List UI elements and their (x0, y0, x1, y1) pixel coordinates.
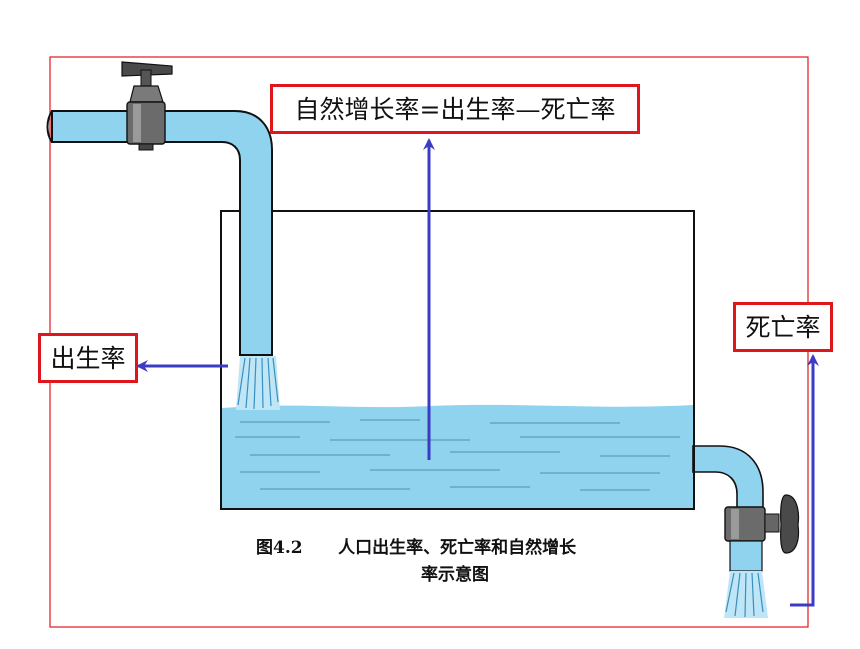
death-rate-arrow (790, 354, 819, 607)
outflow-faucet-icon (724, 494, 800, 572)
inflow-faucet-icon (121, 61, 173, 151)
outflow-water-spray (724, 571, 768, 618)
tank-outline (220, 210, 695, 510)
outlet-pipe (692, 445, 764, 513)
caption-line-2: 率示意图 (421, 565, 489, 585)
death-rate-label: 死亡率 (733, 302, 833, 352)
water-ripples (235, 419, 680, 491)
tank-water (222, 404, 693, 508)
figure-number: 图4.2 (256, 538, 303, 558)
inflow-water-spray (236, 356, 280, 410)
figure-caption: 图4.2 人口出生率、死亡率和自然增长 率示意图 (250, 535, 700, 589)
natural-growth-formula-label: 自然增长率=出生率—死亡率 (270, 84, 640, 134)
caption-line-1: 图4.2 人口出生率、死亡率和自然增长 (250, 535, 700, 562)
inlet-pipe (51, 110, 273, 356)
birth-rate-label: 出生率 (38, 333, 138, 383)
caption-text-line-1: 人口出生率、死亡率和自然增长 (338, 538, 577, 558)
